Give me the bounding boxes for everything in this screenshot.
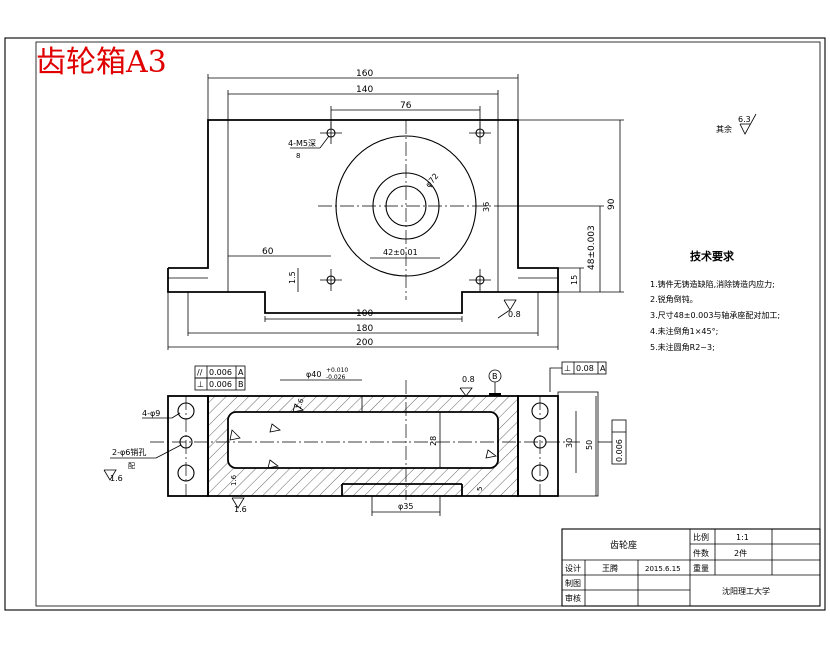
- svg-text:A: A: [238, 368, 244, 377]
- body-outline: [207, 395, 519, 497]
- bore-tol-lower: -0.026: [326, 374, 346, 381]
- qty-value: 2件: [734, 548, 747, 558]
- bolt-holes: [320, 122, 491, 291]
- sheet-title: 齿轮箱A3: [36, 45, 167, 80]
- tech-item: 1.铸件无铸造缺陷,消除铸造内应力;: [650, 279, 775, 289]
- tech-item: 3.尺寸48±0.003与轴承座配对加工;: [650, 310, 780, 320]
- title-block: 齿轮座 比例 1:1 件数 2件 设计 王腾 2015.6.15 重量 制图 审…: [561, 528, 821, 607]
- bore-dim: φ40: [306, 370, 321, 379]
- tech-item: 2.锐角倒钝。: [650, 294, 698, 304]
- dim-200: 200: [356, 338, 373, 348]
- dim-48: 48±0.003: [587, 225, 597, 270]
- dim-1-6-slot: 1.6: [294, 397, 306, 411]
- dim-1-6-vertical: 1.6: [230, 474, 238, 486]
- hole-note: 4-M5深: [288, 139, 316, 148]
- scale-value: 1:1: [736, 533, 749, 542]
- scale-label: 比例: [693, 532, 709, 542]
- svg-text:0.08: 0.08: [576, 364, 594, 373]
- dim-76: 76: [400, 101, 412, 111]
- part-name: 齿轮座: [610, 539, 637, 551]
- svg-text:0.006: 0.006: [209, 368, 232, 377]
- svg-text:⊥: ⊥: [564, 364, 571, 373]
- svg-text:0.006: 0.006: [615, 439, 624, 462]
- front-view: 160 140 76 60 100 180 200 90 48±0.003: [167, 69, 624, 350]
- dim-100: 100: [356, 309, 373, 319]
- designer: 王腾: [602, 563, 618, 573]
- front-view-outline: [167, 119, 559, 314]
- hole-note-sub: 8: [296, 152, 300, 160]
- dim-36: 36: [482, 202, 491, 212]
- dim-90: 90: [607, 198, 617, 210]
- design-label: 设计: [565, 563, 581, 573]
- dim-160: 160: [356, 69, 373, 79]
- svg-text://: //: [197, 368, 203, 377]
- dim-28: 28: [429, 436, 438, 446]
- dim-phi72: φ72: [424, 172, 441, 190]
- dim-5: 5: [476, 487, 484, 491]
- tech-title: 技术要求: [690, 249, 735, 263]
- other-roughness: 其余 6.3: [716, 113, 757, 135]
- tech-item: 5.未注圆角R2~3;: [650, 342, 715, 352]
- hatched-body: [208, 396, 518, 496]
- sheet-outer-border: [4, 37, 826, 611]
- tol-frame-vertical: 0.006: [598, 419, 627, 465]
- hole-4-callout: 4-φ9: [142, 409, 160, 418]
- dim-140: 140: [356, 85, 373, 95]
- design-date: 2015.6.15: [645, 565, 681, 573]
- tech-requirements: 技术要求 1.铸件无铸造缺陷,消除铸造内应力; 2.锐角倒钝。 3.尺寸48±0…: [650, 249, 780, 352]
- section-view: // 0.006 A ⊥ 0.006 B ⊥ 0.08 A 0.006: [103, 361, 627, 516]
- svg-text:A: A: [600, 364, 606, 373]
- roughness-top: 0.8: [462, 375, 475, 384]
- bore-tol-upper: +0.010: [326, 367, 348, 374]
- dim-15: 15: [570, 275, 579, 285]
- tech-item: 4.未注倒角1×45°;: [650, 326, 718, 336]
- review-label: 审核: [565, 593, 581, 603]
- datum-b: B: [492, 372, 498, 381]
- bore-slot: [227, 411, 499, 469]
- dim-50: 50: [585, 440, 594, 450]
- roughness-left: 1.6: [110, 474, 123, 483]
- dim-42: 42±0.01: [383, 248, 418, 257]
- roughness-bottom: 1.6: [234, 505, 247, 514]
- hole-2-sub: 配: [128, 462, 135, 470]
- dim-1-5: 1.5: [288, 271, 297, 284]
- dim-30: 30: [565, 438, 574, 448]
- tol-frame-perp: ⊥ 0.006 B: [194, 377, 246, 391]
- other-roughness-label: 其余: [716, 124, 732, 134]
- front-roughness: 0.8: [508, 310, 521, 319]
- hole-2-callout: 2-φ6销孔: [112, 447, 146, 457]
- tol-frame-perp2: ⊥ 0.08 A: [549, 361, 607, 392]
- tol-frame-parallel: // 0.006 A: [194, 365, 246, 379]
- svg-text:B: B: [238, 380, 244, 389]
- svg-text:0.006: 0.006: [209, 380, 232, 389]
- qty-label: 件数: [693, 548, 709, 558]
- other-roughness-value: 6.3: [738, 115, 751, 124]
- dim-phi35: φ35: [398, 502, 413, 511]
- dim-60: 60: [262, 247, 274, 257]
- dim-180: 180: [356, 324, 373, 334]
- school-name: 沈阳理工大学: [722, 586, 770, 596]
- weight-label: 重量: [693, 563, 709, 573]
- drawing-label: 制图: [565, 578, 581, 588]
- sheet-inner-border: [35, 41, 821, 607]
- svg-text:⊥: ⊥: [197, 380, 204, 389]
